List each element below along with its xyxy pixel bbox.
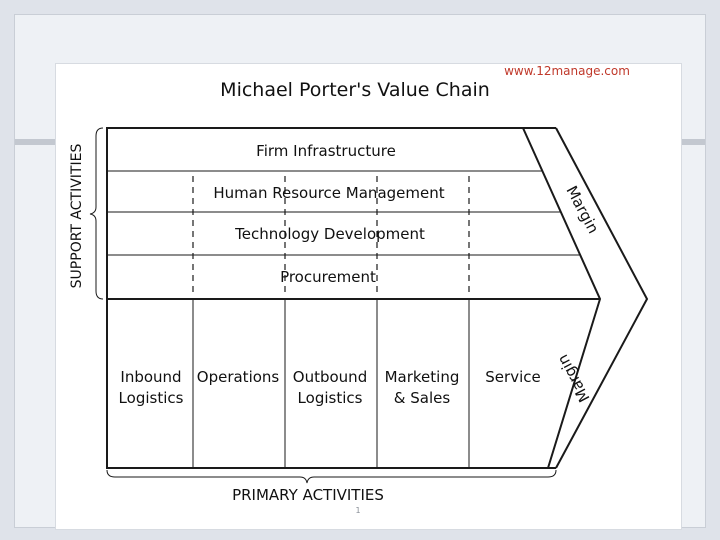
- primary-activity-inbound-2: Logistics: [119, 389, 184, 407]
- support-activity-hr: Human Resource Management: [213, 184, 444, 202]
- primary-activity-service: Service: [485, 368, 540, 386]
- support-bracket: [89, 127, 104, 300]
- support-activities-label: SUPPORT ACTIVITIES: [69, 144, 85, 289]
- support-dashed-lines: [192, 176, 470, 295]
- primary-dividers: [192, 299, 470, 468]
- source-url: www.12manage.com: [504, 64, 630, 78]
- slide-frame: [14, 14, 706, 530]
- page-number: 1: [355, 506, 361, 515]
- primary-activity-operations: Operations: [197, 368, 280, 386]
- primary-activity-outbound-2: Logistics: [298, 389, 363, 407]
- primary-activities-label: PRIMARY ACTIVITIES: [232, 486, 384, 504]
- slide-card: [55, 63, 682, 530]
- primary-activity-marketing-2: & Sales: [394, 389, 451, 407]
- margin-label-bottom: Margin: [554, 352, 594, 406]
- primary-activity-inbound-1: Inbound: [120, 368, 181, 386]
- chain-outline: [106, 127, 602, 469]
- primary-activity-outbound-1: Outbound: [293, 368, 367, 386]
- primary-bracket: [106, 469, 557, 484]
- support-activity-tech: Technology Development: [234, 225, 425, 243]
- support-activity-firm: Firm Infrastructure: [256, 142, 396, 160]
- diagram-title: Michael Porter's Value Chain: [220, 79, 490, 101]
- primary-activity-marketing-1: Marketing: [385, 368, 460, 386]
- support-activity-procurement: Procurement: [280, 268, 376, 286]
- margin-outer-edge: [555, 127, 649, 469]
